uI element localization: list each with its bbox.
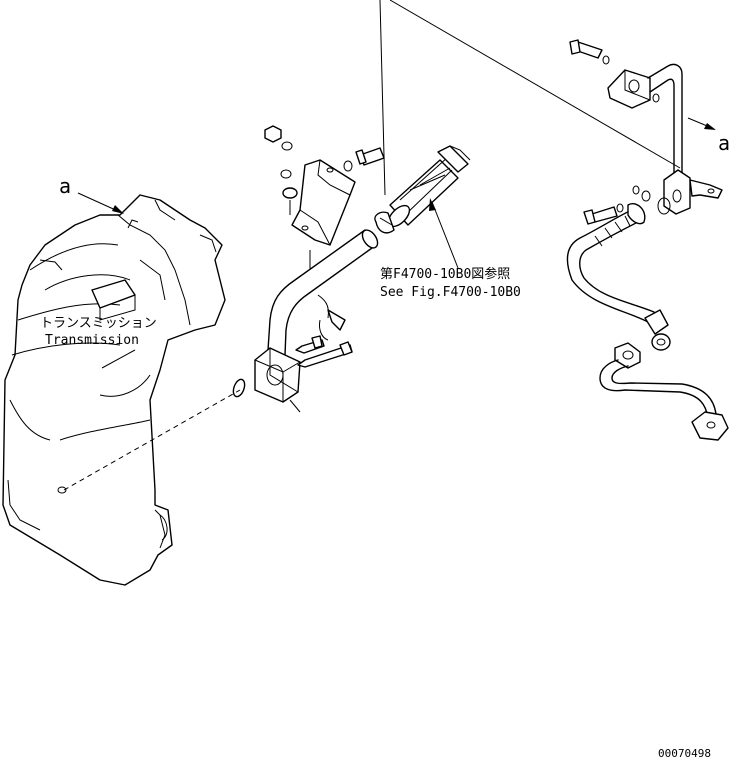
transmission-label-jp: トランスミッション [40, 316, 157, 331]
alignment-line-vertical [379, 0, 386, 196]
lower-pipe [599, 342, 729, 441]
bracket [264, 125, 385, 270]
main-pipe-assembly [254, 229, 379, 413]
drawing-number: 00070498 [658, 747, 711, 760]
marker-a-left-leader [77, 192, 124, 214]
alignment-line-diagonal [389, 0, 681, 169]
o-ring [232, 378, 246, 398]
oring-dashed-line [63, 389, 241, 491]
marker-a-left: a [59, 174, 71, 198]
right-upper-pipe [569, 39, 723, 215]
ref-label-en: See Fig.F4700-10B0 [380, 285, 521, 300]
flex-hose [566, 185, 671, 351]
rubber-hose [374, 145, 471, 234]
transmission-housing [2, 194, 226, 586]
transmission-label-en: Transmission [45, 333, 139, 348]
transmission-leader [101, 349, 136, 369]
ref-label-jp: 第F4700-10B0図参照 [380, 266, 510, 282]
ref-leader [429, 198, 459, 269]
marker-a-right: a [718, 131, 730, 155]
